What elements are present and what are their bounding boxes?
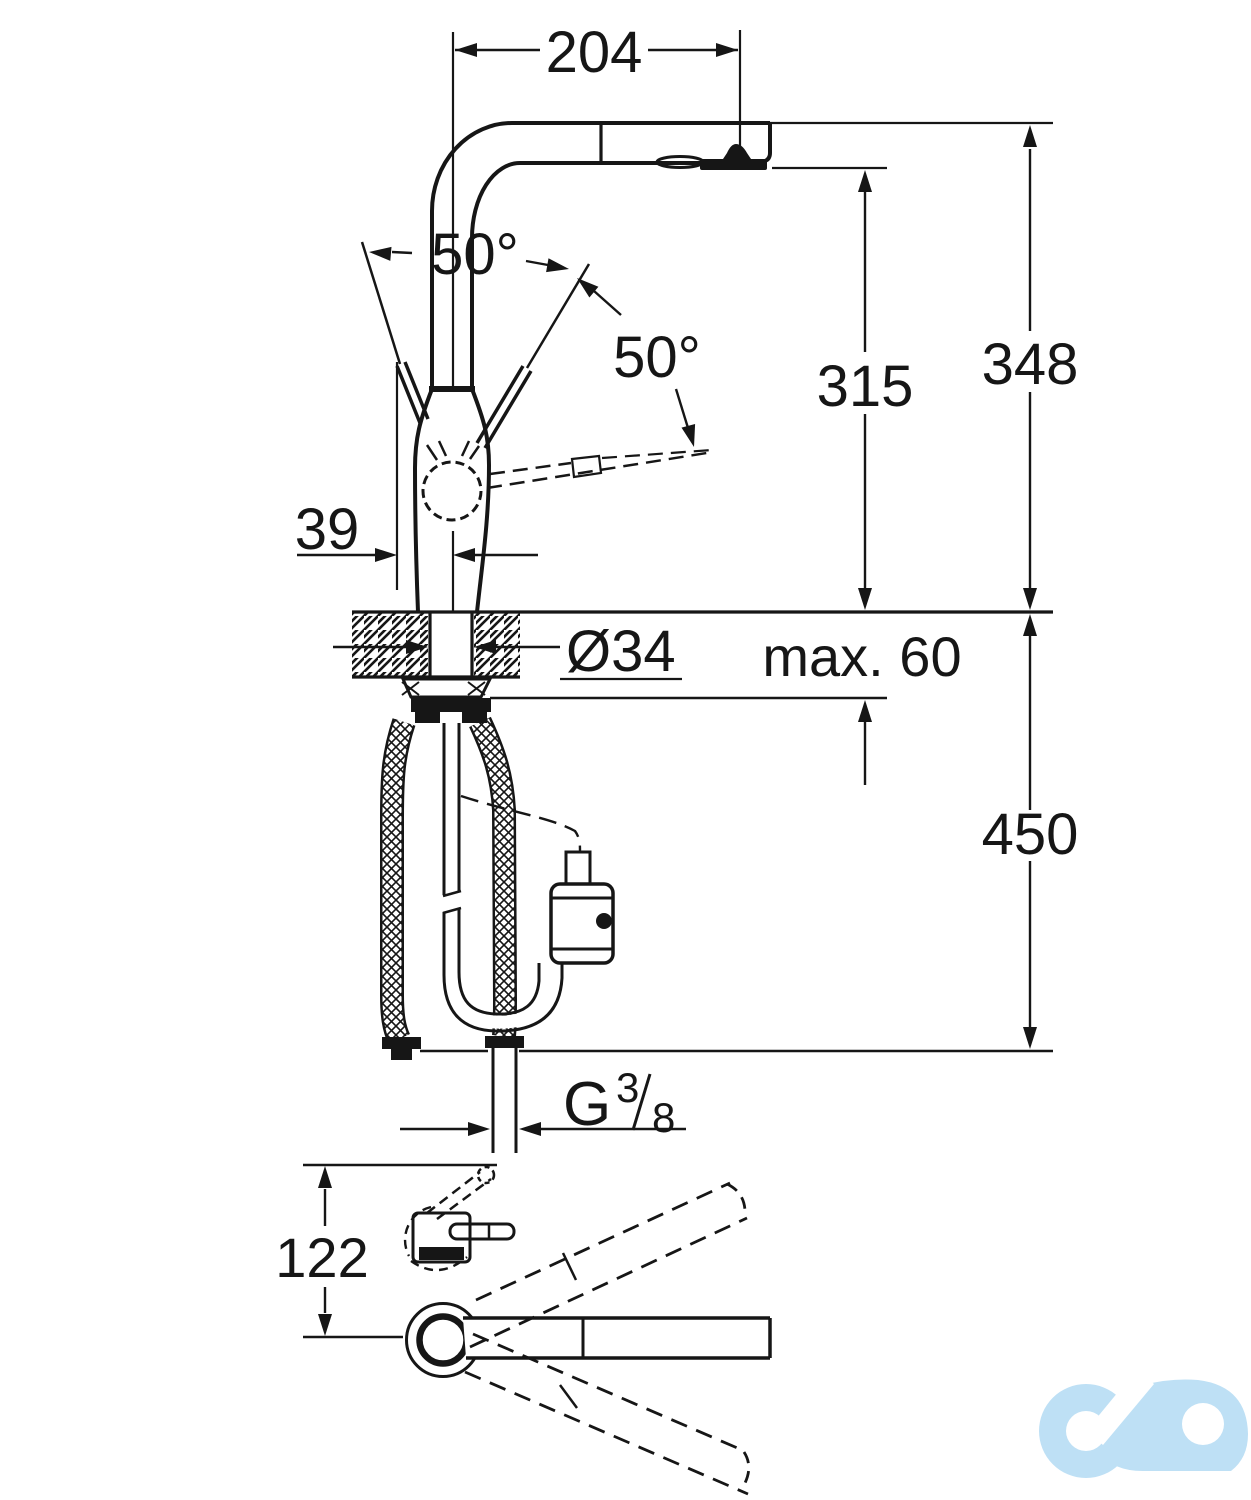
spray-nozzle <box>717 144 757 168</box>
top-view: 122 <box>275 1163 772 1496</box>
dim-hole-diameter: Ø34 <box>333 619 682 684</box>
dim-450: 450 <box>420 614 1079 1053</box>
dim-39: 39 <box>295 362 538 612</box>
dim-204-label: 204 <box>546 20 643 85</box>
dim-hole-diameter-label: Ø34 <box>566 619 676 684</box>
angle-annotations: 50° 50° <box>369 222 701 447</box>
hose-counterweight <box>549 850 615 965</box>
dim-348-label: 348 <box>982 332 1079 397</box>
pullout-hose <box>442 723 582 1033</box>
swivel-range <box>464 1181 751 1496</box>
spray-button <box>655 155 705 169</box>
dim-122: 122 <box>275 1163 497 1339</box>
countertop <box>352 610 1053 679</box>
handle-positions <box>360 241 714 490</box>
top-view-body <box>403 1165 772 1378</box>
dim-315-label: 315 <box>817 354 914 419</box>
side-view: 204 <box>295 20 1079 1153</box>
dim-204: 204 <box>451 20 742 388</box>
thread-denominator: 8 <box>652 1094 675 1141</box>
mounting-hardware <box>400 677 493 723</box>
dim-thread: G 3 8 <box>400 1064 686 1141</box>
thread-fraction-slash <box>631 1073 652 1131</box>
spout-outline <box>429 121 1053 392</box>
angle-right-label: 50° <box>613 325 701 390</box>
top-view-lever <box>448 1222 516 1241</box>
dim-deck-thickness: max. 60 <box>490 625 962 785</box>
handle-ball-joint <box>421 460 483 522</box>
watermark-logo <box>1039 1369 1248 1478</box>
thread-letter: G <box>563 1070 611 1139</box>
dim-315: 315 <box>817 170 914 610</box>
dim-348: 348 <box>982 125 1079 610</box>
spray-head <box>599 123 887 170</box>
faucet-body <box>412 388 492 613</box>
angle-left-label: 50° <box>431 222 519 287</box>
hose-fittings <box>382 1036 524 1153</box>
dim-450-label: 450 <box>982 802 1079 867</box>
dim-122-label: 122 <box>275 1226 368 1289</box>
under-counter <box>380 677 615 1153</box>
thread-numerator: 3 <box>616 1064 639 1111</box>
dim-39-label: 39 <box>295 497 360 562</box>
dim-deck-thickness-label: max. 60 <box>762 625 961 688</box>
